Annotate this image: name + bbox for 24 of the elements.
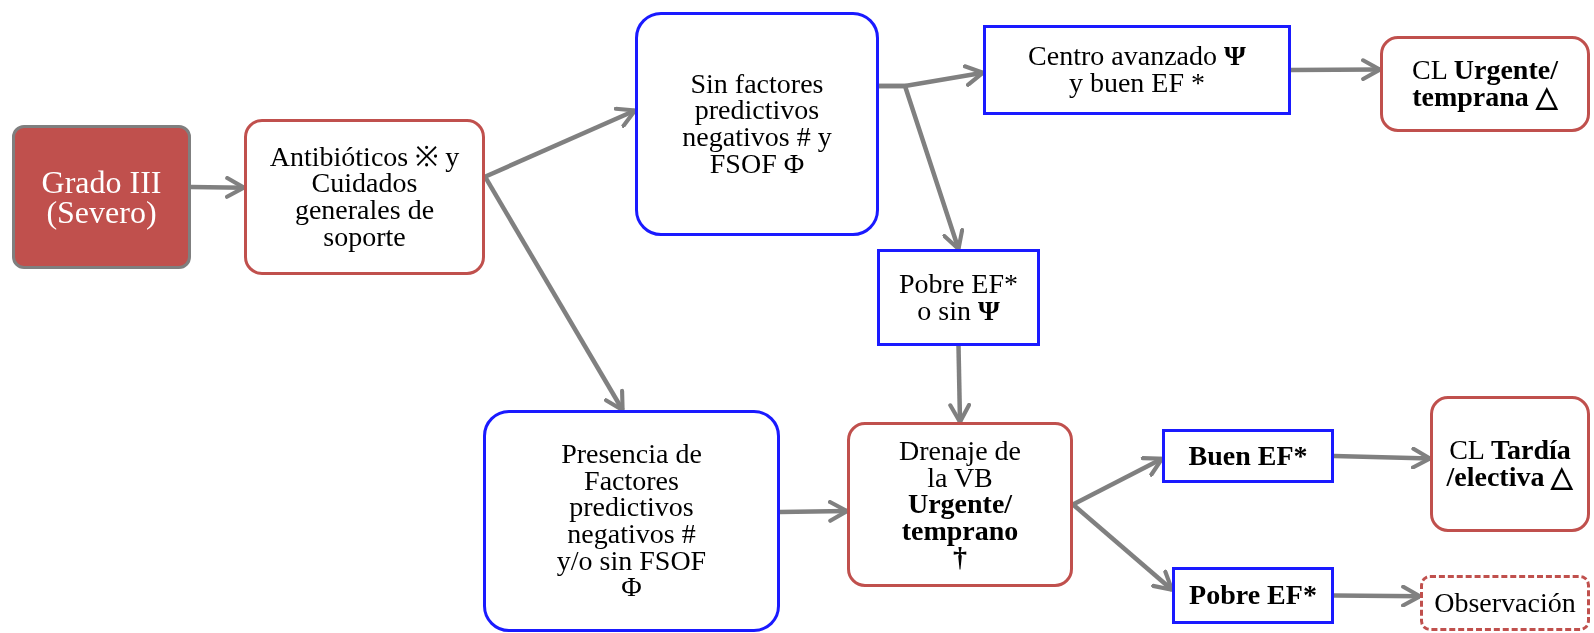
- node-label: CL Urgente/ temprana △: [1411, 57, 1559, 111]
- node-label: Sin factores predictivos negativos # y FSOF Φ: [682, 70, 832, 178]
- node-label: Centro avanzado Ψ y buen EF *: [1027, 43, 1247, 97]
- process-box: [244, 119, 485, 275]
- condition-box: [483, 410, 780, 632]
- condition-box: [635, 12, 879, 236]
- node-label: Antibióticos ※ y Cuidados generales de soporte: [268, 143, 461, 251]
- condition-box: [1162, 429, 1334, 483]
- process-box: [12, 125, 191, 269]
- condition-box: [877, 249, 1040, 346]
- outcome-box: [1420, 575, 1590, 631]
- process-box: [847, 422, 1073, 587]
- node-label: Presencia de Factores predictivos negativos # y/o sin FSOF Φ: [555, 441, 708, 601]
- condition-box: [983, 25, 1291, 115]
- outcome-box: [1430, 396, 1590, 532]
- node-label: Pobre EF*: [1189, 582, 1317, 609]
- node-label: Grado III (Severo): [40, 166, 163, 228]
- node-label: Observación: [1434, 589, 1576, 617]
- outcome-box: [1380, 36, 1590, 132]
- node-label: Drenaje de la VB Urgente/ temprano †: [897, 438, 1022, 571]
- node-label: Buen EF*: [1188, 442, 1308, 470]
- node-label: CL Tardía /electiva △: [1445, 437, 1575, 491]
- node-label: Pobre EF* o sin Ψ: [898, 270, 1019, 325]
- condition-box: [1172, 567, 1334, 624]
